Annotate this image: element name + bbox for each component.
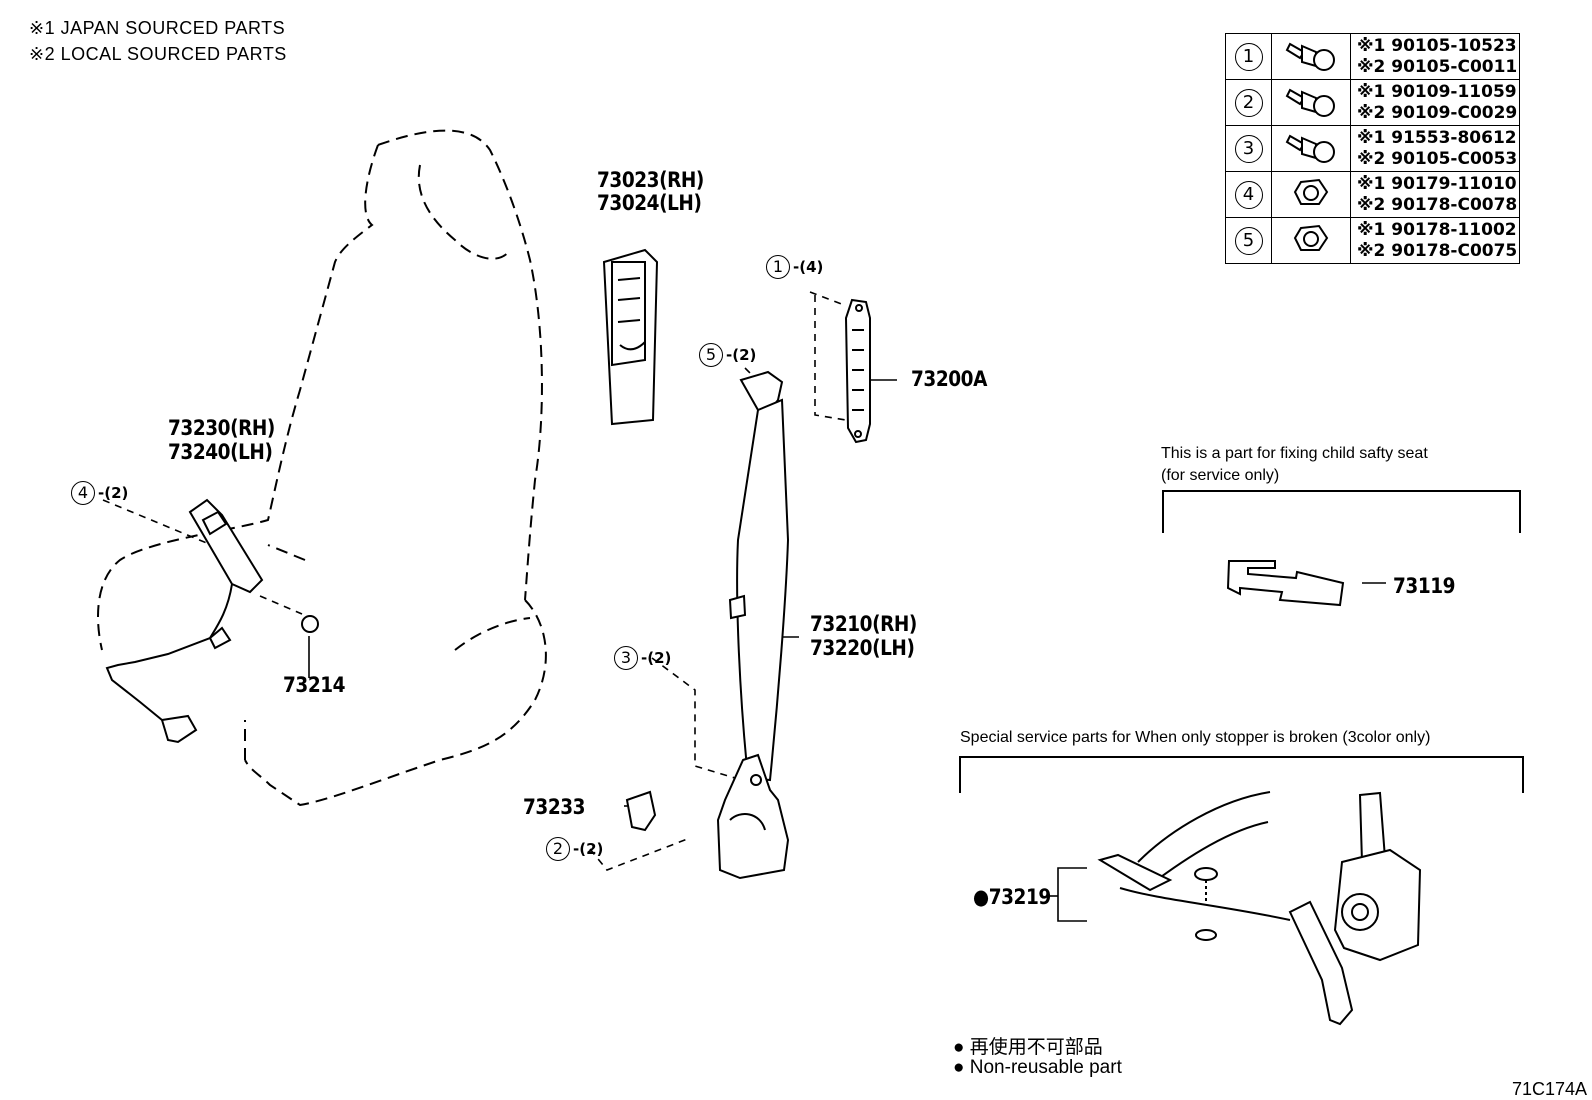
bracket-lines [959, 490, 1524, 793]
part-73233[interactable]: 73233 [523, 795, 586, 819]
clip-shape [625, 790, 657, 832]
table-row: 1 ※1 90105-10523※2 90105-C0011 [1225, 33, 1520, 80]
part-73119[interactable]: 73119 [1393, 574, 1456, 598]
local-part-number: ※2 90109-C0029 [1357, 102, 1518, 123]
fastener-table: 1 ※1 90105-10523※2 90105-C0011 2 ※1 9010… [1225, 33, 1520, 264]
buckle-assembly [105, 498, 264, 744]
part-73240-lh[interactable]: 73240(LH) [168, 440, 273, 464]
row-number: 2 [1234, 88, 1263, 117]
callout-4-qty: -(2) [98, 484, 129, 502]
bolt-icon [1285, 88, 1335, 117]
local-part-number: ※2 90178-C0078 [1357, 194, 1518, 215]
stopper-note: Special service parts for When only stop… [960, 729, 1431, 746]
table-row: 2 ※1 90109-11059※2 90109-C0029 [1225, 79, 1520, 126]
jp-part-number: ※1 90178-11002 [1357, 219, 1517, 240]
row-number: 5 [1234, 226, 1263, 255]
legend-bullet-icon: ● [953, 1057, 965, 1078]
non-reusable-bullet: ● [973, 885, 989, 909]
callout-1: 1 [766, 255, 790, 279]
diagram-code: 71C174A [1512, 1079, 1588, 1099]
washer-shape [301, 615, 319, 633]
callout-3-qty: -(2) [641, 649, 672, 667]
row-number: 3 [1234, 134, 1263, 163]
jp-part-number: ※1 90109-11059 [1357, 81, 1517, 102]
table-row: 4 ※1 90179-11010※2 90178-C0078 [1225, 171, 1520, 218]
callout-5-qty: -(2) [726, 346, 757, 364]
child-anchor-plate [1226, 560, 1345, 607]
callout-3: 3 [614, 646, 638, 670]
legend-bullet-icon: ● [953, 1037, 965, 1058]
seat-belt-assembly [716, 370, 790, 880]
local-sourced-note: ※2 LOCAL SOURCED PARTS [29, 44, 287, 64]
local-part-number: ※2 90178-C0075 [1357, 240, 1518, 261]
legend-japanese: ● 再使用不可部品 [953, 1037, 1103, 1058]
part-73220-lh[interactable]: 73220(LH) [810, 636, 915, 660]
jp-part-number: ※1 90105-10523 [1357, 35, 1517, 56]
callout-4: 4 [71, 481, 95, 505]
legend-english: ● Non-reusable part [953, 1057, 1122, 1078]
height-adjuster [844, 298, 871, 444]
table-row: 5 ※1 90178-11002※2 90178-C0075 [1225, 217, 1520, 264]
callout-2-qty: -(2) [573, 840, 604, 858]
part-73214[interactable]: 73214 [283, 673, 346, 697]
row-number: 4 [1234, 180, 1263, 209]
bolt-icon [1285, 42, 1335, 71]
table-row: 3 ※1 91553-80612※2 90105-C0053 [1225, 125, 1520, 172]
jp-part-number: ※1 91553-80612 [1357, 127, 1517, 148]
part-73210-rh[interactable]: 73210(RH) [810, 612, 917, 636]
child-seat-note: This is a part for fixing child safty se… [1161, 445, 1428, 462]
local-part-number: ※2 90105-C0011 [1357, 56, 1518, 77]
part-73219[interactable]: ●73219 [973, 885, 1051, 909]
child-seat-note-sub: (for service only) [1161, 467, 1280, 484]
callout-1-qty: -(4) [793, 258, 824, 276]
pillar-cover [602, 248, 659, 426]
stopper-detail [1097, 791, 1422, 1026]
nut-icon [1293, 178, 1329, 205]
japan-sourced-note: ※1 JAPAN SOURCED PARTS [29, 18, 286, 38]
jp-part-number: ※1 90179-11010 [1357, 173, 1517, 194]
part-73023-rh[interactable]: 73023(RH) [597, 168, 704, 192]
part-73200a[interactable]: 73200A [911, 367, 987, 391]
local-part-number: ※2 90105-C0053 [1357, 148, 1518, 169]
bolt-icon [1285, 134, 1335, 163]
seat-outline [97, 129, 547, 807]
row-number: 1 [1234, 42, 1263, 71]
part-73024-lh[interactable]: 73024(LH) [597, 191, 702, 215]
part-73230-rh[interactable]: 73230(RH) [168, 416, 275, 440]
nut-icon [1293, 224, 1329, 251]
callout-2: 2 [546, 837, 570, 861]
callout-5: 5 [699, 343, 723, 367]
